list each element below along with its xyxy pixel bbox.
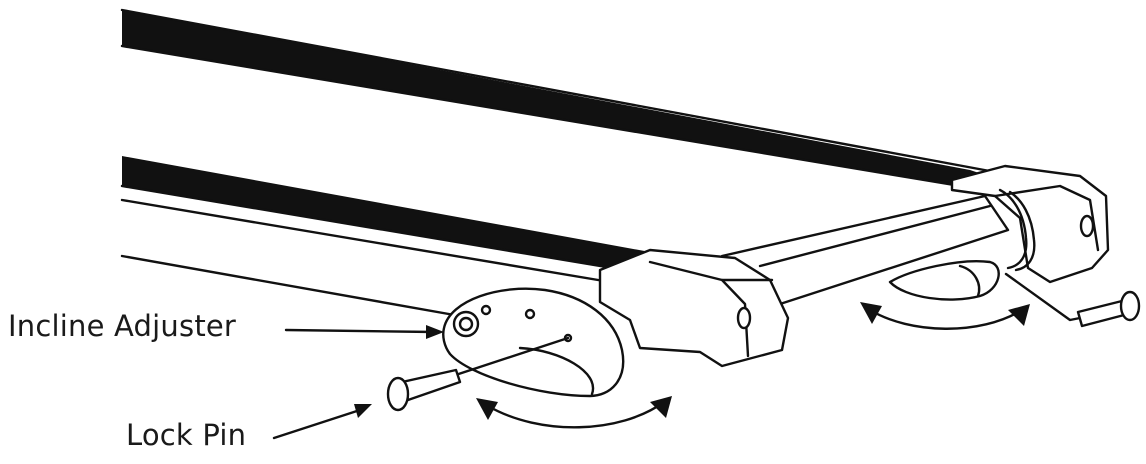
front-rail (120, 156, 650, 318)
lock-pin-right (1004, 272, 1141, 328)
right-incline-adjuster (888, 260, 1000, 301)
left-incline-adjuster (442, 287, 625, 398)
left-end-cap (598, 248, 790, 368)
callout-arrow-incline (284, 325, 444, 339)
callout-arrow-lockpin (272, 404, 372, 440)
back-rail (120, 8, 1000, 190)
right-end-cap (950, 164, 1110, 284)
lock-pin-left (386, 336, 570, 412)
incline-adjuster-label: Incline Adjuster (8, 309, 237, 343)
lock-pin-label: Lock Pin (126, 418, 247, 452)
rotation-arrow-right (860, 302, 1030, 330)
rotation-arrow-left (476, 396, 672, 429)
